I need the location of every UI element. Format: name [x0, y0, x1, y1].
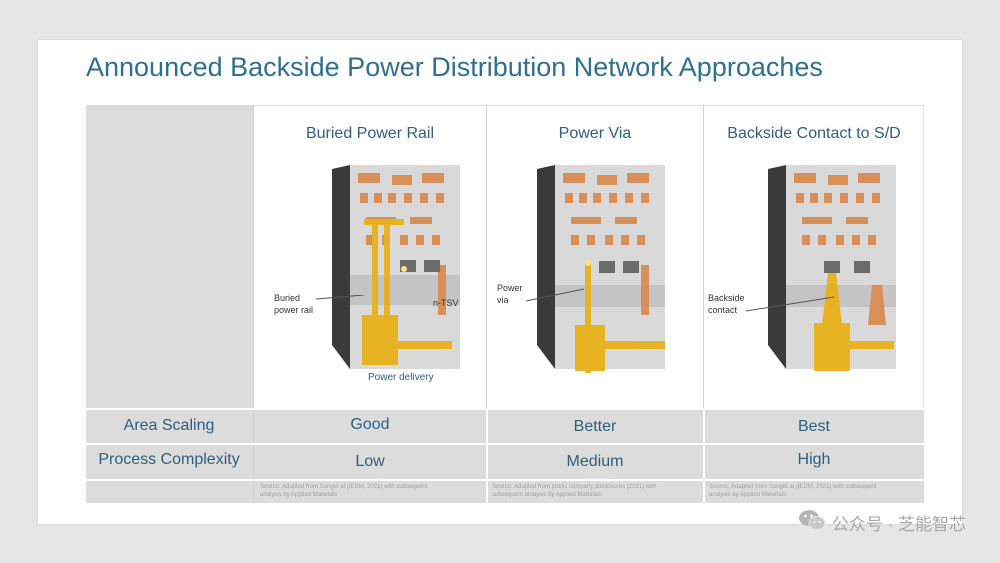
row-label-area-scaling: Area Scaling — [123, 417, 215, 434]
label-column — [86, 105, 254, 503]
slide-title: Announced Backside Power Distribution Ne… — [86, 52, 823, 82]
wechat-icon — [798, 509, 826, 536]
source-note-power-via: Source: Adapted from public company disc… — [492, 484, 657, 498]
callout-power-delivery: Power delivery — [368, 372, 434, 383]
column-header-buried-power-rail: Buried Power Rail — [305, 125, 435, 142]
column-header-backside-contact: Backside Contact to S/D — [727, 125, 901, 142]
callout-n-tsv: n-TSV — [433, 298, 459, 308]
area-scaling-power-via: Better — [573, 418, 617, 435]
power-via-illustration — [537, 165, 665, 373]
area-scaling-buried-power-rail: Good — [350, 416, 390, 433]
complexity-backside-contact: High — [797, 451, 831, 468]
watermark: 公众号 · 芝能智芯 — [798, 509, 966, 536]
source-note-buried-power-rail: Source: Adapted from Songet al (IEDM, 20… — [260, 484, 428, 498]
backside-contact-illustration — [768, 165, 896, 371]
watermark-text: 公众号 · 芝能智芯 — [831, 515, 966, 534]
callout-power-via: Power via — [497, 283, 523, 305]
callout-backside-contact: Backside contact — [708, 293, 745, 315]
values-rows-bg — [254, 408, 924, 503]
buried-power-rail-illustration — [332, 165, 460, 369]
row-label-process-complexity: Process Complexity — [98, 451, 240, 468]
area-scaling-backside-contact: Best — [797, 418, 830, 435]
comparison-table: Buried Power Rail Power Via Backside Con… — [86, 105, 924, 503]
complexity-buried-power-rail: Low — [355, 453, 385, 470]
source-note-backside-contact: Source: Adapted from Songet al (IEDM, 20… — [709, 484, 877, 498]
slide: Announced Backside Power Distribution Ne… — [38, 40, 962, 524]
column-header-power-via: Power Via — [558, 125, 632, 142]
callout-buried-power-rail: Buried power rail — [274, 293, 314, 315]
complexity-power-via: Medium — [566, 453, 624, 470]
